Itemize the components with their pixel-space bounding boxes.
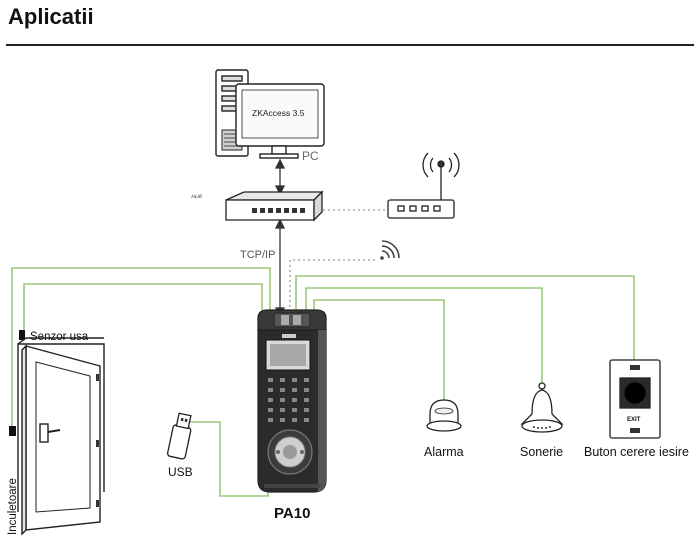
tcpip-link xyxy=(274,218,286,318)
usb-label: USB xyxy=(168,465,193,479)
door-sensor-icon xyxy=(19,330,25,340)
wire-bell xyxy=(305,287,543,384)
title-divider xyxy=(6,44,694,46)
wire-alarm xyxy=(313,299,445,400)
usb-icon xyxy=(166,412,192,460)
green-wires xyxy=(11,267,635,497)
pc-hub-link xyxy=(274,158,286,196)
door-sensor-label: Senzor usa xyxy=(30,331,89,343)
wire-exit-button xyxy=(295,275,635,360)
software-label: ZKAccess 3.5 xyxy=(252,108,305,118)
exit-button-label: Buton cerere iesire xyxy=(584,445,689,459)
wire-door-sensor xyxy=(23,283,263,336)
bell-icon xyxy=(520,382,564,433)
wire-wireless xyxy=(289,259,378,312)
page-title: Aplicatii xyxy=(8,4,94,29)
router-icon xyxy=(387,152,460,219)
door-lock-label: Inculetoare xyxy=(7,478,19,535)
tcpip-label: TCP/IP xyxy=(240,249,275,261)
wireless-icon xyxy=(380,240,400,260)
hub-label: HUB xyxy=(190,194,203,200)
wire-usb xyxy=(190,421,269,497)
door-lock-icon xyxy=(9,426,16,436)
pa10-device xyxy=(257,309,327,493)
alarm-icon xyxy=(426,399,462,432)
alarm-label: Alarma xyxy=(424,445,464,459)
exit-button-icon xyxy=(609,359,661,439)
exit-button-text: EXIT xyxy=(627,417,641,423)
pc-label: PC xyxy=(302,149,319,163)
hub-icon xyxy=(225,190,324,222)
dotted-wires xyxy=(289,209,388,312)
wire-door-lock xyxy=(11,267,271,430)
bell-label: Sonerie xyxy=(520,445,563,459)
pc-icon xyxy=(215,69,325,159)
door-icon xyxy=(17,337,105,536)
device-label: PA10 xyxy=(274,505,310,522)
